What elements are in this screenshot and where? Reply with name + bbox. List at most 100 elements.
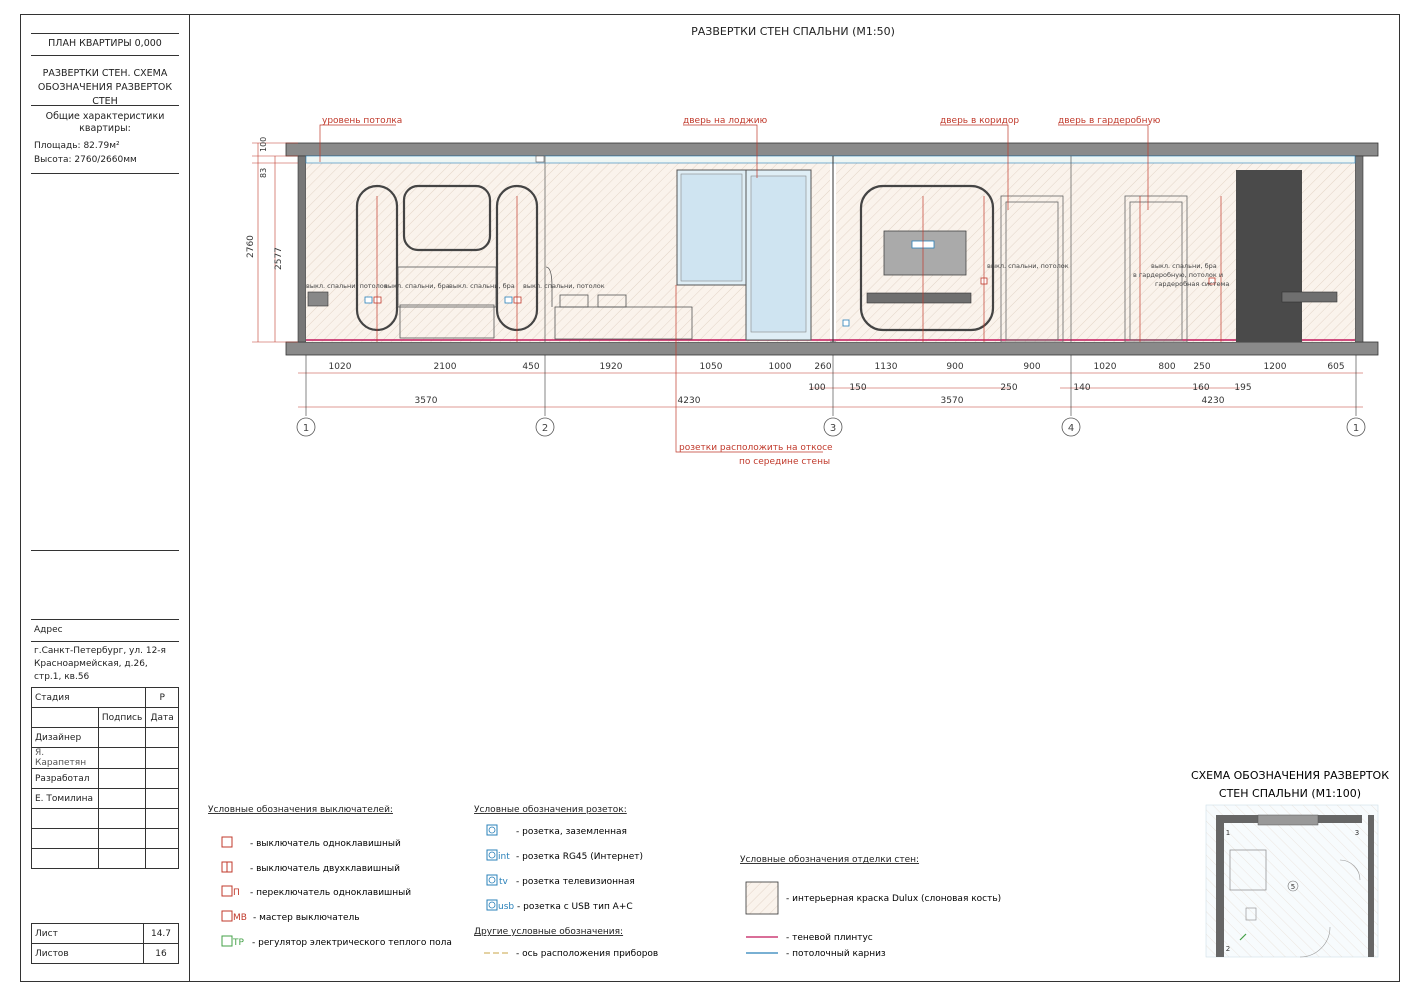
svg-text:П: П: [233, 888, 240, 898]
axis-markers: [296, 417, 1366, 437]
height-dim-100: 100: [259, 137, 268, 152]
svg-text:160: 160: [1192, 383, 1209, 393]
svg-text:140: 140: [1073, 383, 1090, 393]
height-dim-2577: 2577: [274, 247, 284, 270]
svg-text:выкл. спальни, потолок: выкл. спальни, потолок: [987, 262, 1069, 270]
small-dimensions: 100 150 250 140 160 195: [808, 383, 1251, 393]
rj45-socket-icon: [486, 849, 498, 861]
svg-text:4: 4: [1068, 423, 1074, 434]
loggia-door-callout: дверь на лоджию: [683, 116, 768, 126]
svg-text:1050: 1050: [700, 362, 723, 372]
svg-text:900: 900: [1023, 362, 1040, 372]
svg-text:260: 260: [814, 362, 831, 372]
paint-legend: - интерьерная краска Dulux (слоновая кос…: [786, 894, 1001, 904]
plinth-legend: - теневой плинтус: [786, 933, 873, 943]
svg-text:4230: 4230: [678, 396, 701, 406]
ceiling-slab: [285, 142, 1379, 157]
sockets-legend-title: Условные обозначения розеток:: [474, 805, 627, 815]
toggle-switch-icon: [221, 885, 233, 897]
svg-text:usb: usb: [498, 902, 514, 912]
svg-text:195: 195: [1234, 383, 1251, 393]
loggia-window-door: [676, 169, 812, 341]
designer-name: Я. Карапетян: [31, 747, 99, 769]
svg-text:- выключатель одноклавишный: - выключатель одноклавишный: [250, 839, 401, 849]
svg-text:150: 150: [849, 383, 866, 393]
svg-text:3570: 3570: [941, 396, 964, 406]
svg-text:- розетка с USB тип A+C: - розетка с USB тип A+C: [517, 902, 633, 912]
svg-text:int: int: [498, 852, 510, 862]
corridor-door: [1000, 195, 1064, 343]
svg-text:выкл. спальни, бра: выкл. спальни, бра: [384, 282, 450, 290]
device-axis-lines: [376, 196, 1222, 342]
svg-text:3: 3: [830, 423, 836, 434]
drawing-title: РАЗВЕРТКИ СТЕН СПАЛЬНИ (М1:50): [691, 25, 895, 38]
paint-swatch: [745, 881, 779, 915]
cornice-legend: - потолочный карниз: [786, 949, 886, 959]
svg-text:1020: 1020: [329, 362, 352, 372]
ceiling-cornice: [305, 155, 1356, 164]
address-value: г.Санкт-Петербург, ул. 12-я Красноармейс…: [34, 646, 166, 682]
svg-text:гардеробная система: гардеробная система: [1155, 280, 1229, 288]
axis-labels: 1 2 3 4 1: [303, 423, 1359, 434]
svg-text:450: 450: [522, 362, 539, 372]
scheme-marks: 1 2 3 5: [1226, 829, 1359, 953]
svg-text:1: 1: [1353, 423, 1359, 434]
svg-text:2: 2: [542, 423, 548, 434]
svg-text:- розетка телевизионная: - розетка телевизионная: [516, 877, 635, 887]
plan-title: ПЛАН КВАРТИРЫ 0,000: [48, 38, 162, 49]
svg-text:в гардеробную, потолок и: в гардеробную, потолок и: [1133, 271, 1223, 279]
sheets-value: 16: [143, 943, 179, 964]
sockets-note-1: розетки расположить на откосе: [679, 443, 833, 453]
svg-text:250: 250: [1000, 383, 1017, 393]
svg-text:TP: TP: [232, 938, 244, 948]
other-legend-title: Другие условные обозначения:: [474, 927, 623, 937]
svg-text:5: 5: [1291, 883, 1295, 891]
left-wall-cut: [297, 155, 307, 343]
svg-text:1: 1: [1226, 829, 1230, 837]
svg-text:1920: 1920: [600, 362, 623, 372]
callout-leaders: [319, 124, 1149, 453]
svg-text:выкл. спальни, бра: выкл. спальни, бра: [449, 282, 515, 290]
svg-text:250: 250: [1193, 362, 1210, 372]
right-wall-cut: [1354, 155, 1364, 343]
svg-text:3: 3: [1355, 829, 1359, 837]
device-axis-legend: - ось расположения приборов: [516, 949, 658, 959]
svg-text:1: 1: [303, 423, 309, 434]
svg-text:2: 2: [1226, 945, 1230, 953]
svg-text:- мастер выключатель: - мастер выключатель: [253, 913, 360, 923]
bed: [397, 266, 693, 340]
drawing-sheet: ПЛАН КВАРТИРЫ 0,000 РАЗВЕРТКИ СТЕН. СХЕМ…: [20, 14, 1400, 982]
svg-text:выкл. спальни, потолок: выкл. спальни, потолок: [523, 282, 605, 290]
axis-lines: [305, 355, 1357, 416]
svg-text:100: 100: [808, 383, 825, 393]
tv-socket-icon: [486, 874, 498, 886]
svg-text:tv: tv: [499, 877, 509, 887]
svg-text:800: 800: [1158, 362, 1175, 372]
svg-text:1020: 1020: [1094, 362, 1117, 372]
svg-text:4230: 4230: [1202, 396, 1225, 406]
svg-text:3570: 3570: [415, 396, 438, 406]
usb-socket-icon: [486, 899, 498, 911]
characteristics-title: Общие характеристики квартиры:: [45, 111, 165, 134]
wardrobe-door: [1124, 195, 1188, 343]
svg-text:1000: 1000: [769, 362, 792, 372]
svg-text:- регулятор электрического теп: - регулятор электрического теплого пола: [252, 938, 452, 948]
svg-text:выкл. спальни, потолок: выкл. спальни, потолок: [306, 282, 388, 290]
height-dim-2760: 2760: [246, 235, 256, 258]
svg-text:1130: 1130: [875, 362, 898, 372]
device-labels: выкл. спальни, потолок выкл. спальни, бр…: [306, 262, 1229, 290]
svg-text:1200: 1200: [1264, 362, 1287, 372]
sockets-note-2: по середине стены: [739, 457, 830, 467]
address-label: Адрес: [34, 625, 63, 635]
floor-heating-regulator-icon: [221, 935, 233, 947]
sockets-legend: - розетка, заземленная int - розетка RG4…: [486, 824, 643, 912]
height-dimension-lines: [252, 142, 298, 343]
area-label: Площадь: 82.79м²: [34, 141, 120, 151]
svg-text:900: 900: [946, 362, 963, 372]
svg-text:605: 605: [1327, 362, 1344, 372]
title-block: ПЛАН КВАРТИРЫ 0,000 РАЗВЕРТКИ СТЕН. СХЕМ…: [21, 15, 190, 981]
svg-text:- розетка RG45 (Интернет): - розетка RG45 (Интернет): [516, 852, 643, 862]
svg-text:- розетка, заземленная: - розетка, заземленная: [516, 827, 627, 837]
